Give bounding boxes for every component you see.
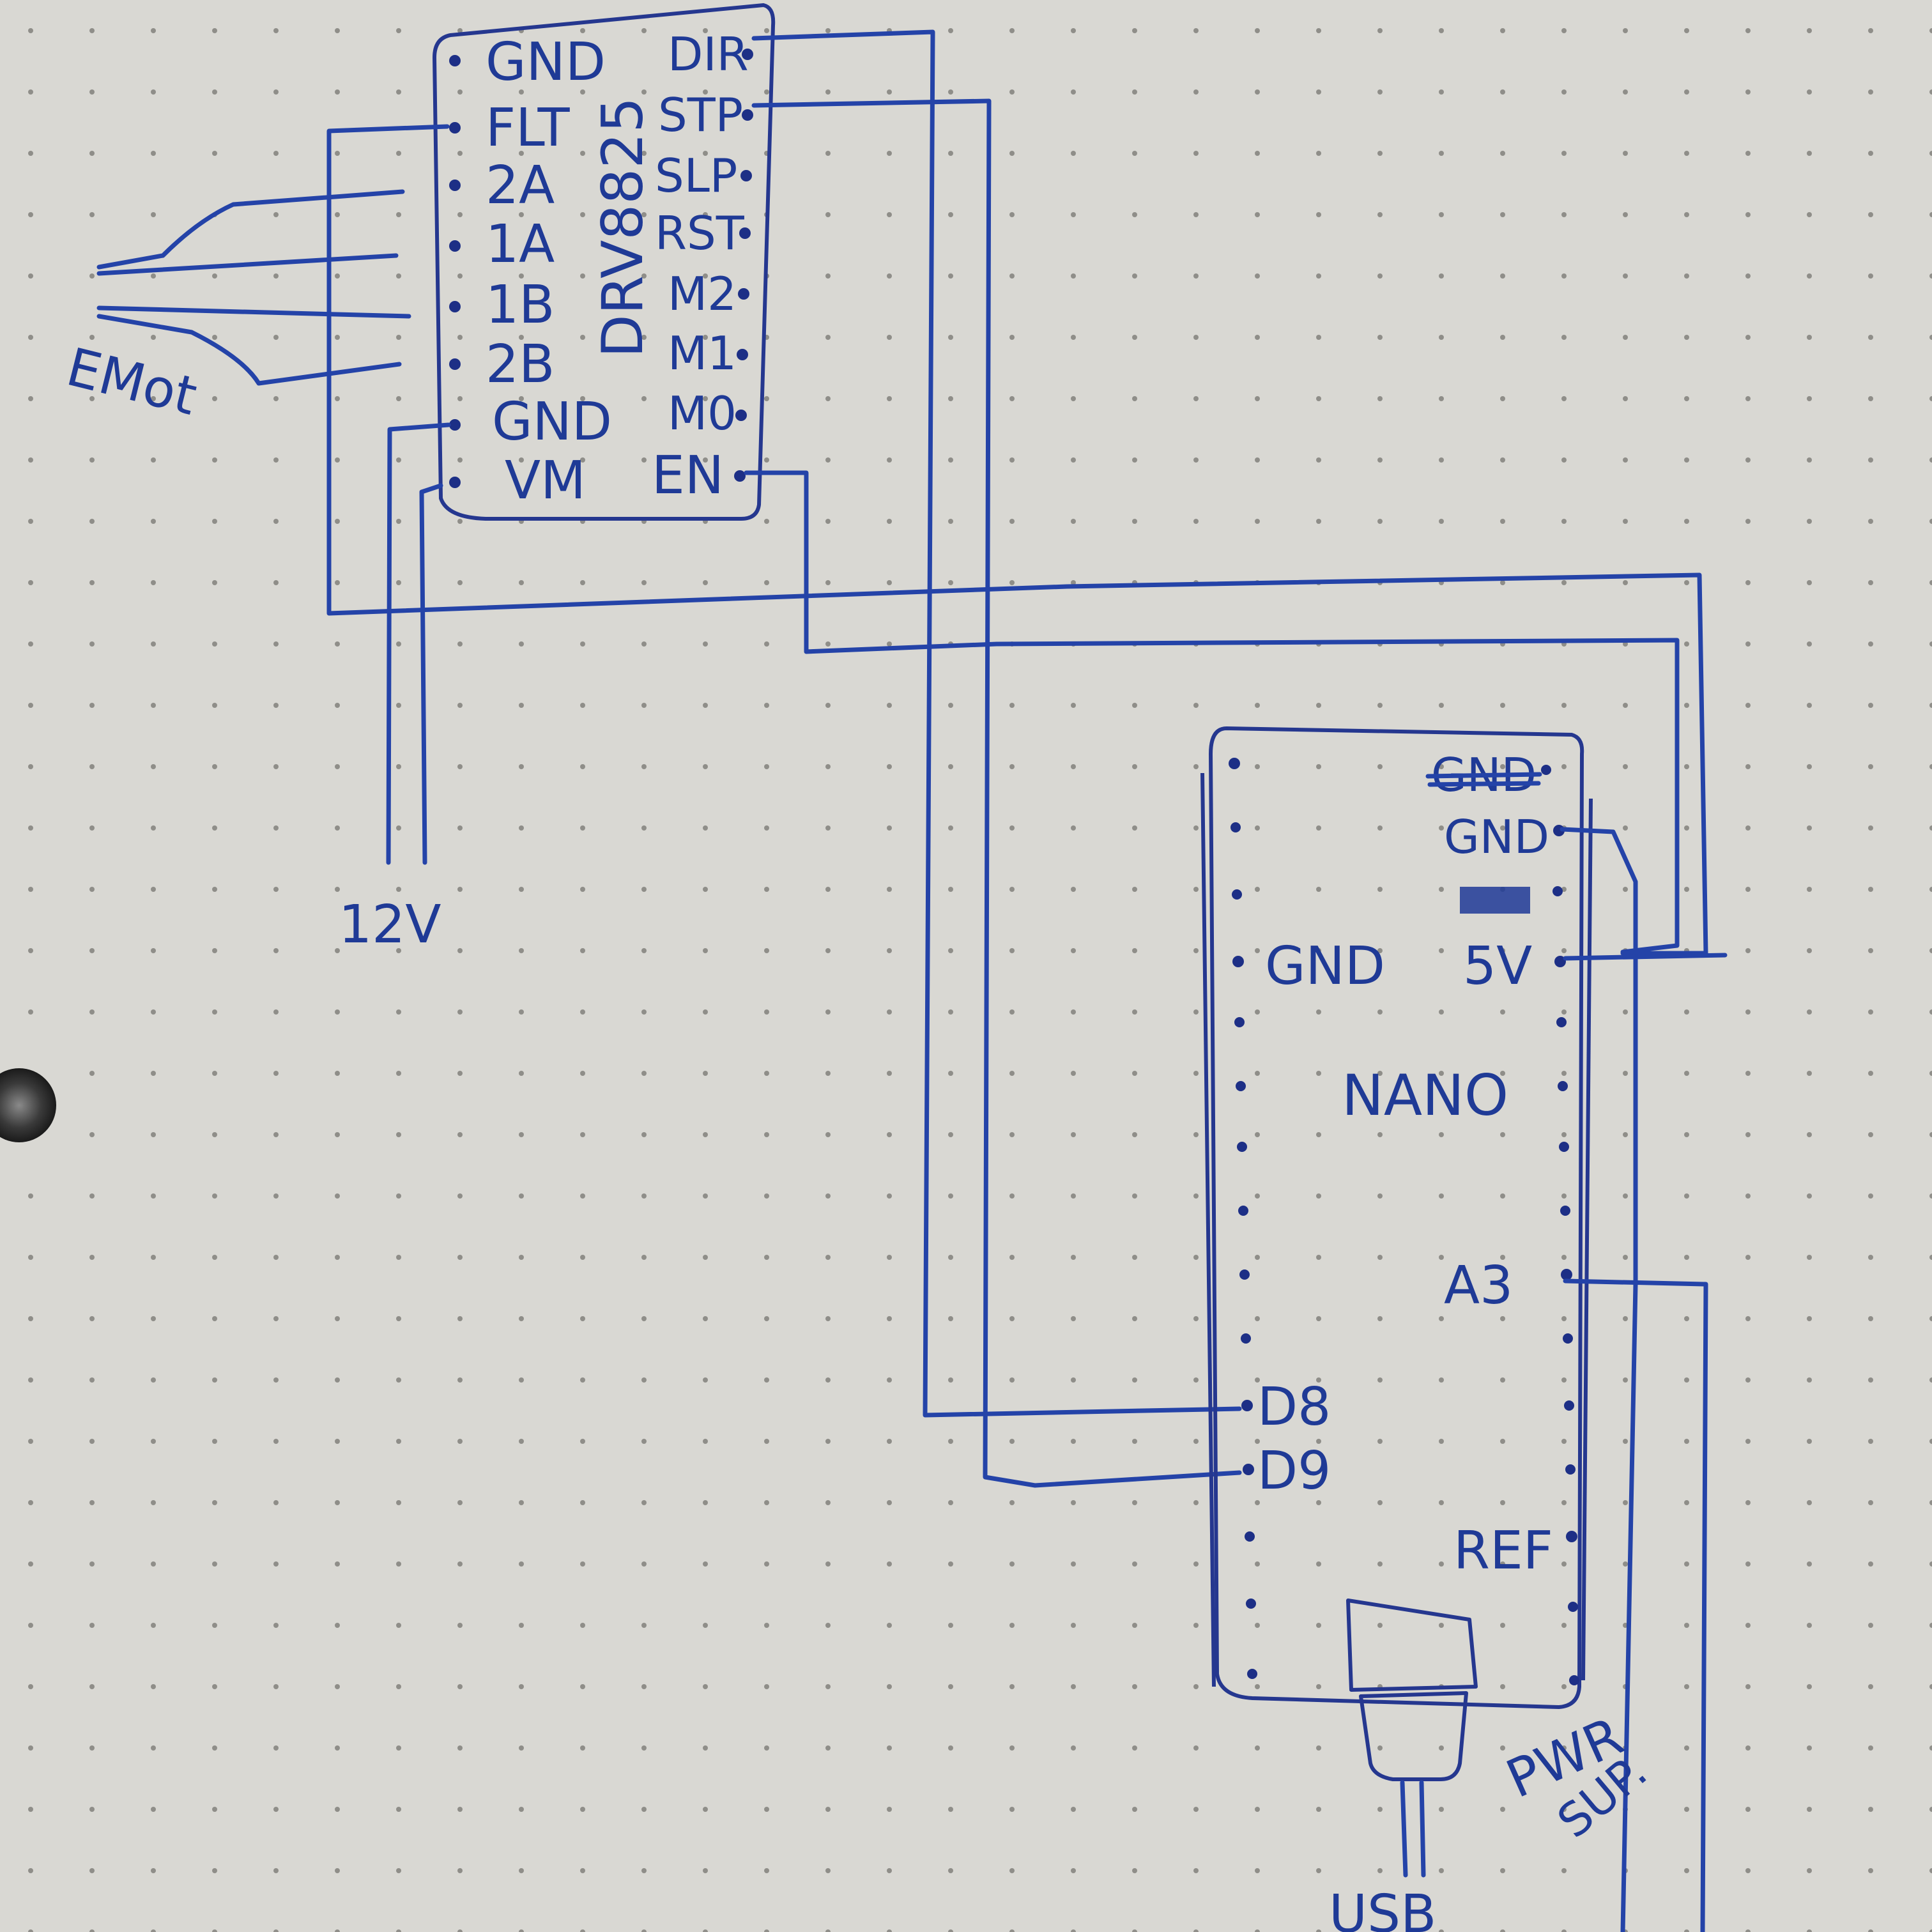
pin-label-flt: FLT: [486, 98, 571, 158]
pin-label-m0: M0: [668, 387, 737, 440]
wire-dir-d8: [751, 29, 1242, 1418]
wire-vm-12v: [419, 483, 443, 865]
pin-label-1b: 1B: [486, 275, 555, 335]
pin-label-2b: 2B: [486, 334, 555, 395]
pin-label-1a: 1A: [486, 214, 555, 275]
usb-label: USB: [1329, 1884, 1436, 1932]
wire-gnd-12v: [386, 422, 451, 865]
nano-outline: [1209, 726, 1584, 1709]
usb-connector: [1346, 1598, 1478, 1692]
driver-left-pins: [449, 55, 461, 488]
binder-hole: [0, 1068, 56, 1142]
driver-wires: [326, 29, 1708, 1488]
wire-5v-bus: [1563, 953, 1728, 961]
nano-inner-edge-left: [1200, 772, 1216, 1687]
wire-nano-gnd: [1560, 827, 1638, 1932]
pin-label-en: EN: [652, 445, 724, 506]
pin-label-gnd-top: GND: [486, 32, 606, 93]
nano-label-gnd-right: GND: [1444, 810, 1549, 864]
nano-label-5v: 5V: [1463, 936, 1532, 997]
pin-label-m2: M2: [668, 267, 737, 321]
usb-cable: [1400, 1780, 1426, 1878]
pin-label-vm: VM: [505, 450, 586, 511]
wire-en-5v: [744, 470, 1680, 954]
nano-label-d8: D8: [1257, 1377, 1331, 1438]
chip-label: DRV8825: [590, 97, 656, 358]
pin-label-dir: DIR: [668, 27, 749, 81]
nano-power-wires: [1560, 827, 1728, 1932]
pin-label-slp: SLP: [655, 149, 737, 203]
pin-label-m1: M1: [668, 326, 737, 380]
strike-out-gnd: [1425, 772, 1542, 787]
nano-inner-edge-right: [1581, 798, 1593, 1681]
nano-label-d9: D9: [1257, 1441, 1331, 1501]
nano-right-pins: [1541, 765, 1579, 1685]
wire-stp-d9: [751, 98, 1242, 1488]
motor-wires: [96, 189, 411, 386]
wire-flt-5v: [326, 124, 1708, 956]
wire-a3: [1563, 1278, 1708, 1932]
pin-label-gnd-bottom: GND: [492, 392, 612, 452]
drv8825-module: GND FLT 2A 1A 1B 2B GND VM DRV8825 DIR S…: [433, 3, 776, 521]
driver-right-pins: [734, 49, 753, 482]
nano-label-ref: REF: [1453, 1521, 1553, 1581]
usb-plug: [1359, 1691, 1468, 1781]
nano-label-a3: A3: [1444, 1255, 1513, 1316]
nano-left-pins: [1229, 758, 1257, 1679]
pin-label-rst: RST: [655, 206, 745, 260]
driver-outline: [433, 3, 776, 521]
nano-title: NANO: [1342, 1062, 1508, 1128]
arduino-nano: GND D8 D9 GND GND 5V A3 REF NANO USB: [1200, 726, 1593, 1932]
pin-label-2a: 2A: [486, 155, 555, 216]
supply-12v-label: 12V: [339, 894, 441, 955]
pin-label-stp: STP: [658, 88, 743, 142]
nano-label-gnd-left: GND: [1265, 936, 1385, 997]
scribble-mark: [1460, 887, 1530, 914]
